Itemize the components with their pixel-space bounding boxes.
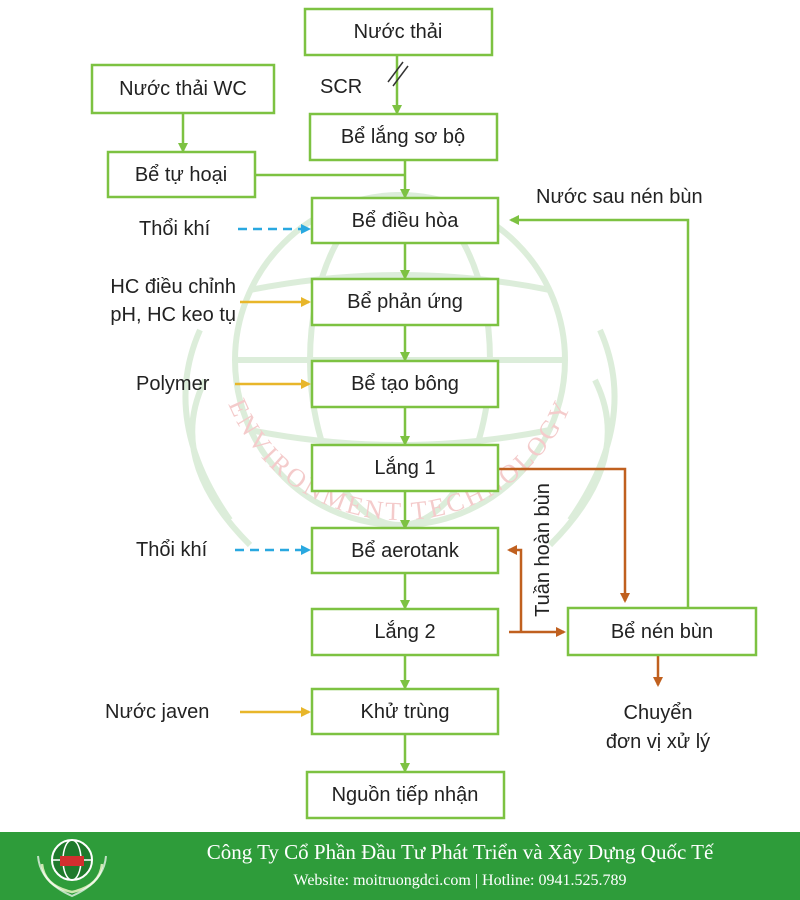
svg-text:Bể điều hòa: Bể điều hòa: [352, 210, 460, 232]
company-logo: [37, 839, 107, 898]
node-be-lang-so-bo: Bể lắng sơ bộ: [308, 112, 499, 162]
node-lang-2: Lắng 2: [310, 607, 500, 657]
node-lang-1: Lắng 1: [310, 443, 500, 493]
node-nuoc-thai: Nước thải: [303, 7, 494, 57]
label-tuan-hoan-bun: Tuần hoàn bùn: [532, 483, 554, 617]
company-contact: Website: moitruongdci.com | Hotline: 094…: [293, 872, 627, 889]
label-thoi-khi-2: Thổi khí: [136, 539, 208, 561]
process-flow-diagram: ENVIRONMENT TECHNOLOGY: [90, 7, 758, 820]
label-scr: SCR: [320, 76, 362, 98]
label-chuyen-line2: đơn vị xử lý: [606, 731, 710, 753]
node-nuoc-thai-wc: Nước thải WC: [90, 63, 276, 115]
node-be-aerotank: Bể aerotank: [310, 526, 500, 575]
svg-text:Lắng 1: Lắng 1: [374, 456, 435, 479]
air-connectors: [235, 224, 311, 555]
label-thoi-khi-1: Thổi khí: [139, 218, 211, 240]
svg-text:Khử trùng: Khử trùng: [361, 701, 450, 723]
svg-text:Bể lắng sơ bộ: Bể lắng sơ bộ: [341, 125, 465, 148]
svg-text:Bể tạo bông: Bể tạo bông: [351, 373, 459, 395]
svg-text:Lắng 2: Lắng 2: [374, 620, 435, 643]
label-hc-line1: HC điều chỉnh: [110, 276, 236, 298]
node-be-tao-bong: Bể tạo bông: [310, 359, 500, 409]
node-be-dieu-hoa: Bể điều hòa: [310, 196, 500, 245]
node-be-tu-hoai: Bể tự hoại: [106, 150, 257, 199]
footer-bar: Công Ty Cổ Phần Đầu Tư Phát Triển và Xây…: [0, 832, 800, 900]
label-hc-line2: pH, HC keo tụ: [110, 304, 236, 326]
svg-text:Bể tự hoại: Bể tự hoại: [135, 164, 227, 186]
svg-text:Nguồn tiếp nhận: Nguồn tiếp nhận: [332, 784, 479, 806]
node-nguon-tiep-nhan: Nguồn tiếp nhận: [305, 770, 506, 820]
label-nuoc-sau-nen-bun: Nước sau nén bùn: [536, 186, 703, 208]
process-connectors: [178, 55, 690, 773]
screen-mark: [387, 61, 409, 87]
sludge-connectors: [499, 467, 663, 687]
chemical-connectors: [235, 297, 311, 717]
svg-text:Nước thải WC: Nước thải WC: [119, 78, 247, 100]
label-polymer: Polymer: [136, 373, 210, 395]
node-khu-trung: Khử trùng: [310, 687, 500, 736]
node-be-phan-ung: Bể phản ứng: [310, 277, 500, 327]
label-chuyen-line1: Chuyển: [624, 702, 693, 724]
svg-text:Bể aerotank: Bể aerotank: [351, 540, 460, 562]
company-name: Công Ty Cổ Phần Đầu Tư Phát Triển và Xây…: [206, 840, 714, 864]
svg-text:Bể phản ứng: Bể phản ứng: [347, 291, 463, 313]
svg-text:Bể nén bùn: Bể nén bùn: [611, 621, 713, 643]
node-be-nen-bun: Bể nén bùn: [566, 606, 758, 657]
label-nuoc-javen: Nước javen: [105, 701, 209, 723]
svg-text:Nước thải: Nước thải: [354, 21, 443, 43]
